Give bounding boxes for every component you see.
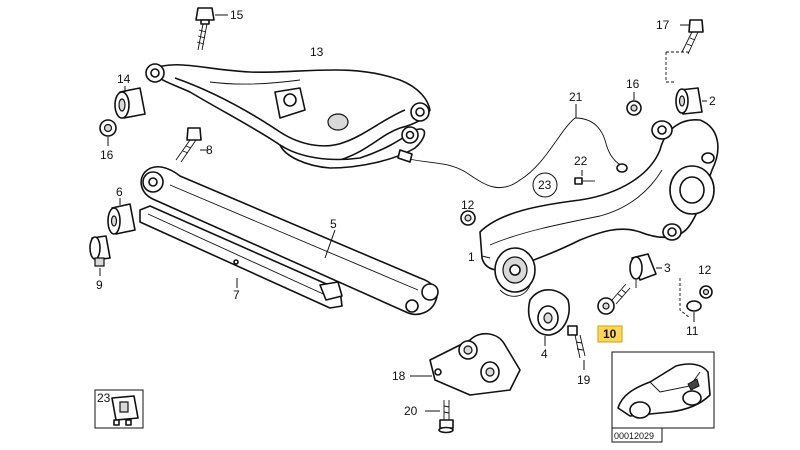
- callout-21: 21: [569, 90, 583, 104]
- abs-sensor-21[interactable]: [397, 117, 628, 189]
- bolt-22[interactable]: [574, 177, 595, 185]
- bracket-7[interactable]: [139, 205, 343, 309]
- callout-20: 20: [404, 404, 418, 418]
- callout-5: 5: [330, 217, 337, 231]
- bushing-9[interactable]: [89, 235, 111, 267]
- nut-12-left[interactable]: [460, 210, 476, 226]
- bolt-10[interactable]: [597, 283, 631, 315]
- nut-16-left[interactable]: [99, 119, 117, 137]
- upper-control-arm[interactable]: [145, 63, 431, 169]
- bushing-14[interactable]: [114, 87, 146, 119]
- callout-10: 10: [603, 327, 617, 341]
- bolt-19[interactable]: [567, 325, 586, 359]
- callout-19: 19: [577, 373, 591, 387]
- bracket-18[interactable]: [429, 332, 521, 396]
- callout-1: 1: [468, 250, 475, 264]
- callout-18: 18: [392, 369, 406, 383]
- callout-10-highlight[interactable]: 10: [597, 325, 623, 343]
- callout-14: 14: [117, 72, 131, 86]
- callout-12-left: 12: [461, 198, 475, 212]
- bolt-8[interactable]: [175, 127, 202, 163]
- callout-6: 6: [116, 185, 123, 199]
- nut-12-right[interactable]: [699, 285, 713, 299]
- trailing-arm-1[interactable]: [479, 119, 719, 297]
- callout-16-left: 16: [100, 148, 114, 162]
- callout-9: 9: [96, 278, 103, 292]
- callout-23-circle: [532, 172, 558, 198]
- bolt-17[interactable]: [681, 19, 704, 55]
- washer-11[interactable]: [686, 300, 702, 312]
- callout-23-inset: 23: [97, 391, 111, 405]
- control-arm-5[interactable]: [140, 165, 439, 316]
- callout-16-right: 16: [626, 77, 640, 91]
- callout-4: 4: [541, 347, 548, 361]
- callout-8: 8: [206, 143, 213, 157]
- bushing-4[interactable]: [528, 289, 570, 336]
- nut-16-right[interactable]: [626, 100, 642, 116]
- callout-17: 17: [656, 18, 670, 32]
- callout-23-main: 23: [538, 178, 552, 192]
- callout-3: 3: [664, 261, 671, 275]
- bolt-15[interactable]: [195, 7, 215, 51]
- callout-7: 7: [233, 288, 240, 302]
- bushing-6[interactable]: [107, 203, 136, 235]
- callout-22: 22: [574, 154, 588, 168]
- bushing-3[interactable]: [629, 253, 657, 288]
- callout-12-right: 12: [698, 263, 712, 277]
- callout-13: 13: [310, 45, 324, 59]
- callout-11: 11: [686, 324, 699, 338]
- inset-23: [94, 389, 144, 429]
- callout-15: 15: [230, 8, 244, 22]
- bolt-20[interactable]: [438, 400, 454, 434]
- diagram-code: 00012029: [614, 431, 654, 441]
- bushing-2[interactable]: [675, 87, 703, 115]
- callout-2: 2: [709, 94, 716, 108]
- vehicle-inset: [611, 351, 715, 443]
